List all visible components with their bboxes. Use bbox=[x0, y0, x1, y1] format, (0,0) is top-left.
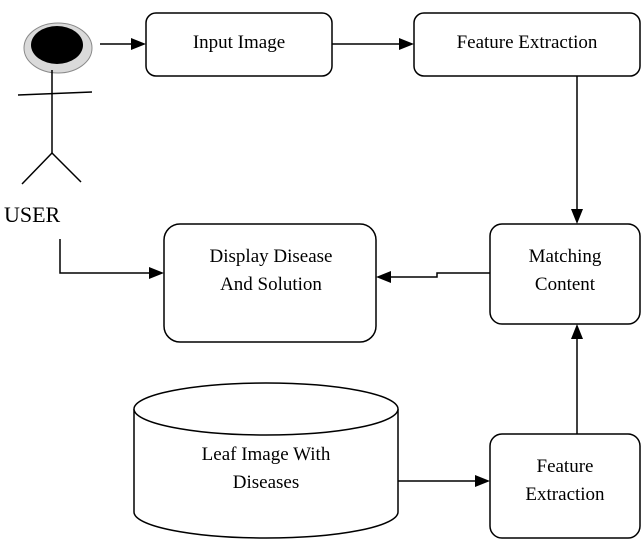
arrowhead bbox=[131, 38, 146, 50]
arrowhead bbox=[475, 475, 490, 487]
user-label: USER bbox=[4, 202, 61, 227]
connector-feature-to-matching bbox=[571, 76, 583, 224]
connector-input-to-feature bbox=[332, 38, 414, 50]
connector-feature-to-matching-up bbox=[571, 324, 583, 434]
arrowhead bbox=[399, 38, 414, 50]
feature-extraction-bottom-node: Feature Extraction bbox=[489, 433, 641, 539]
arrowhead bbox=[149, 267, 164, 279]
display-disease-box bbox=[163, 223, 377, 343]
user-head-inner-icon bbox=[31, 26, 83, 64]
feature-extraction-top-label: Feature Extraction bbox=[457, 32, 598, 53]
feature-extraction-top-node: Feature Extraction bbox=[413, 12, 641, 77]
display-disease-label-line1: Display Disease bbox=[210, 246, 333, 267]
feature-extraction-top-box bbox=[413, 12, 641, 77]
user-left-leg bbox=[21, 152, 53, 185]
leaf-image-database-node: Leaf Image With Diseases bbox=[133, 382, 399, 539]
database-label-line2: Diseases bbox=[233, 472, 299, 493]
matching-content-box bbox=[489, 223, 641, 325]
database-label-line1: Leaf Image With bbox=[202, 444, 331, 465]
display-disease-label-line2: And Solution bbox=[220, 274, 322, 295]
arrowhead bbox=[571, 209, 583, 224]
matching-content-label-line1: Matching bbox=[529, 246, 602, 267]
connector-matching-to-display bbox=[376, 271, 490, 283]
matching-content-label-line2: Content bbox=[535, 274, 596, 295]
arrowhead bbox=[571, 324, 583, 339]
database-body bbox=[133, 409, 399, 539]
connector-database-to-feature bbox=[398, 475, 490, 487]
matching-content-node: Matching Content bbox=[489, 223, 641, 325]
user-actor: USER bbox=[4, 22, 93, 227]
feature-extraction-bottom-box bbox=[489, 433, 641, 539]
connector-user-to-input bbox=[100, 38, 146, 50]
user-arms bbox=[17, 91, 93, 96]
database-top bbox=[133, 382, 399, 436]
input-image-label: Input Image bbox=[193, 32, 285, 53]
feature-extraction-bottom-label-line2: Extraction bbox=[525, 484, 605, 505]
feature-extraction-bottom-label-line1: Feature bbox=[537, 456, 594, 477]
input-image-node: Input Image bbox=[145, 12, 333, 77]
user-right-leg bbox=[51, 152, 82, 183]
arrowhead bbox=[376, 271, 391, 283]
display-disease-node: Display Disease And Solution bbox=[163, 223, 377, 343]
connector-user-to-display bbox=[59, 239, 164, 279]
